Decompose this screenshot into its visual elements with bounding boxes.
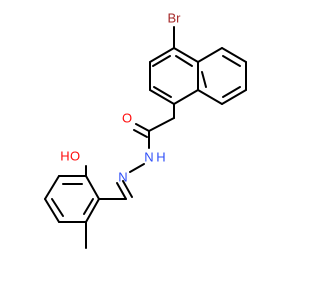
phenol-oxygen-label: O xyxy=(70,149,80,164)
bond-naph xyxy=(173,89,199,105)
atom-labels: Br O N H N H O xyxy=(60,11,181,185)
bond-naph xyxy=(222,86,241,98)
bond-ring xyxy=(83,198,94,215)
bond-naph xyxy=(221,89,247,105)
amide-nitrogen-label: N xyxy=(144,150,153,165)
bond-ring xyxy=(44,175,60,200)
molecule-structure: Br O N H N H O xyxy=(44,11,247,249)
bond-naph xyxy=(173,47,199,63)
carbonyl-oxygen-label: O xyxy=(122,111,132,126)
bond-naph xyxy=(221,47,247,63)
bond-ring xyxy=(85,175,100,200)
bond-ch2 xyxy=(148,117,175,132)
bond-carbonyl xyxy=(133,129,148,138)
bond-ring xyxy=(51,198,64,217)
bond-naph xyxy=(201,71,207,88)
bromine-label: Br xyxy=(168,11,182,26)
bond-naph xyxy=(175,55,193,67)
bond-naph xyxy=(197,89,223,105)
bond-naph xyxy=(222,55,241,67)
imine-nitrogen-label: N xyxy=(118,170,127,185)
bond-carbonyl xyxy=(135,123,150,132)
bond-naph xyxy=(149,47,175,63)
phenol-hydrogen-label: H xyxy=(60,149,69,164)
bond-naph xyxy=(149,89,175,105)
bond-ring xyxy=(44,198,60,223)
bond-imine xyxy=(122,180,133,198)
bond-naph xyxy=(197,47,223,63)
bond-nn xyxy=(129,163,145,173)
bond-naph xyxy=(152,55,171,67)
amide-hydrogen-label: H xyxy=(156,150,165,165)
bonds xyxy=(44,26,247,249)
bond-naph xyxy=(153,86,172,98)
bond-imine xyxy=(116,182,127,200)
bond-ring xyxy=(85,198,100,223)
